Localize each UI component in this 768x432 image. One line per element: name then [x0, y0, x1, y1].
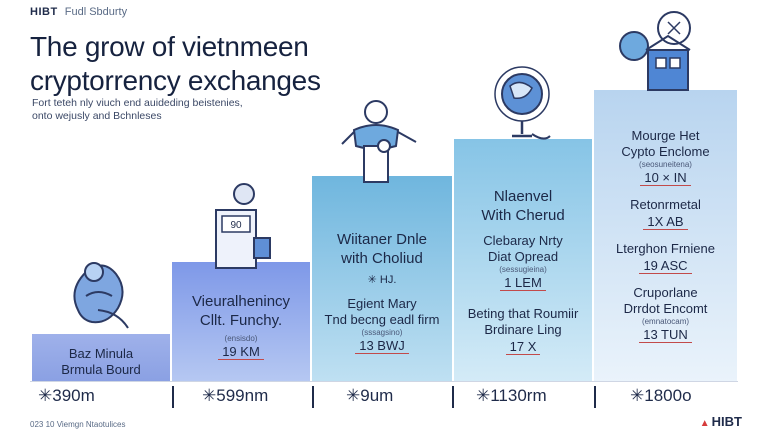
step-2-amount: ✳599nm [202, 386, 269, 405]
step-2-value: 19 KM [218, 344, 264, 360]
step-4-value: 17 X [505, 339, 541, 355]
step-1-label-line-2: Brmula Bourd [61, 362, 141, 377]
subtitle-line-1: Fort teteh nly viuch end auideding beist… [32, 97, 243, 109]
step-3-label-line-2: with Choliud [341, 250, 423, 267]
subtitle-line-2: onto wejusly and Bchnleses [32, 110, 162, 122]
step-5-value-4: 13 TUN [639, 327, 692, 343]
step-3-label-line-1: Wiitaner Dnle [336, 231, 428, 248]
step-5-amount: ✳1800o [630, 386, 692, 405]
globe-stand-icon [494, 66, 551, 140]
step-5-item-3: Lterghon Frniene [615, 241, 715, 256]
step-1-label-line-1: Baz Minula [68, 346, 134, 361]
step-5-note-1: (seosuneitena) [639, 160, 692, 169]
step-5-item-2: Retonrmetal [630, 197, 701, 212]
step-1-block: Baz Minula Brmula Bourd [32, 334, 170, 382]
atm-screen-text: 90 [230, 220, 242, 231]
divider-tick [312, 386, 314, 408]
step-3-value: 13 BWJ [355, 338, 409, 354]
footer-logo-text: HIBT [711, 414, 742, 429]
step-5-value-3: 19 ASC [639, 258, 692, 274]
step-5-value-2: 1X AB [643, 214, 688, 230]
step-5-label-line-2: Cypto Enclome [621, 144, 710, 159]
brand-header: HIBT Fudl Sbdurty [30, 6, 127, 18]
person-with-cloud-icon [341, 100, 417, 183]
divider-tick [172, 386, 174, 408]
step-1-amount: ✳390m [38, 386, 95, 405]
atm-device-icon: 90 [215, 183, 271, 269]
logo-triangle-icon: ▲ [699, 418, 710, 429]
step-5-item-4-line-1: Cruporlane [633, 285, 698, 300]
divider-tick [594, 386, 596, 408]
page-title: The grow of vietnmeen cryptorrency excha… [30, 30, 321, 98]
step-5-value-1: 10 × IN [640, 170, 691, 186]
step-5-label-line-1: Mourge Het [631, 128, 700, 143]
title-line-1: The grow of vietnmeen [30, 31, 309, 62]
step-3-sub-line-2: Tnd becng eadl firm [324, 312, 440, 327]
step-3-note: (sssagsino) [361, 328, 403, 337]
step-4-label-line-2: With Cherud [481, 207, 565, 224]
footer-note: 023 10 Viemgn Ntaotulices [30, 420, 126, 429]
step-4-label-line-1: Nlaenvel [493, 188, 553, 205]
step-4-sub-line-1: Clebaray Nrty [483, 233, 563, 248]
step-4-sub-line-2: Diat Opread [487, 249, 559, 264]
step-3-sub-line-1: Egient Mary [347, 296, 417, 311]
step-4-amount: ✳1130rm [476, 386, 547, 405]
brand-logo: HIBT [30, 6, 58, 18]
step-3-block: Wiitaner Dnle with Choliud ✳ HJ. Egient … [312, 176, 452, 382]
footer-logo: ▲HIBT [700, 414, 742, 429]
step-2-block: Vieuralhenincy Cllt. Funchy. (ensisdo) 1… [172, 262, 310, 382]
step-2-label-line-2: Cllt. Funchy. [199, 312, 283, 329]
step-3-amount: ✳9um [346, 386, 394, 405]
hand-coin-icon [73, 262, 129, 329]
globe-building-icon [619, 11, 691, 91]
step-2-note: (ensisdo) [224, 334, 258, 343]
step-2-label-line-1: Vieuralhenincy [191, 293, 291, 310]
baseline [30, 381, 738, 382]
brand-tagline: Fudl Sbdurty [64, 6, 128, 18]
step-4-value-top: 1 LEM [500, 275, 546, 291]
divider-tick [452, 386, 454, 408]
step-5-note-4: (emnatocam) [641, 317, 690, 326]
step-4-bottom-line-2: Brdinare Ling [484, 322, 562, 337]
subtitle: Fort teteh nly viuch end auideding beist… [32, 97, 243, 123]
title-line-2: cryptorrency exchanges [30, 65, 321, 96]
step-4-block: Nlaenvel With Cherud Clebaray Nrty Diat … [454, 139, 592, 382]
step-3-value-top: ✳ HJ. [367, 274, 397, 286]
step-5-item-4-line-2: Drrdot Encomt [623, 301, 708, 316]
step-4-bottom-line-1: Beting that Roumiir [467, 306, 579, 321]
step-5-block: Mourge Het Cypto Enclome (seosuneitena) … [594, 90, 737, 382]
step-4-note-top: (sessugieina) [499, 265, 547, 274]
